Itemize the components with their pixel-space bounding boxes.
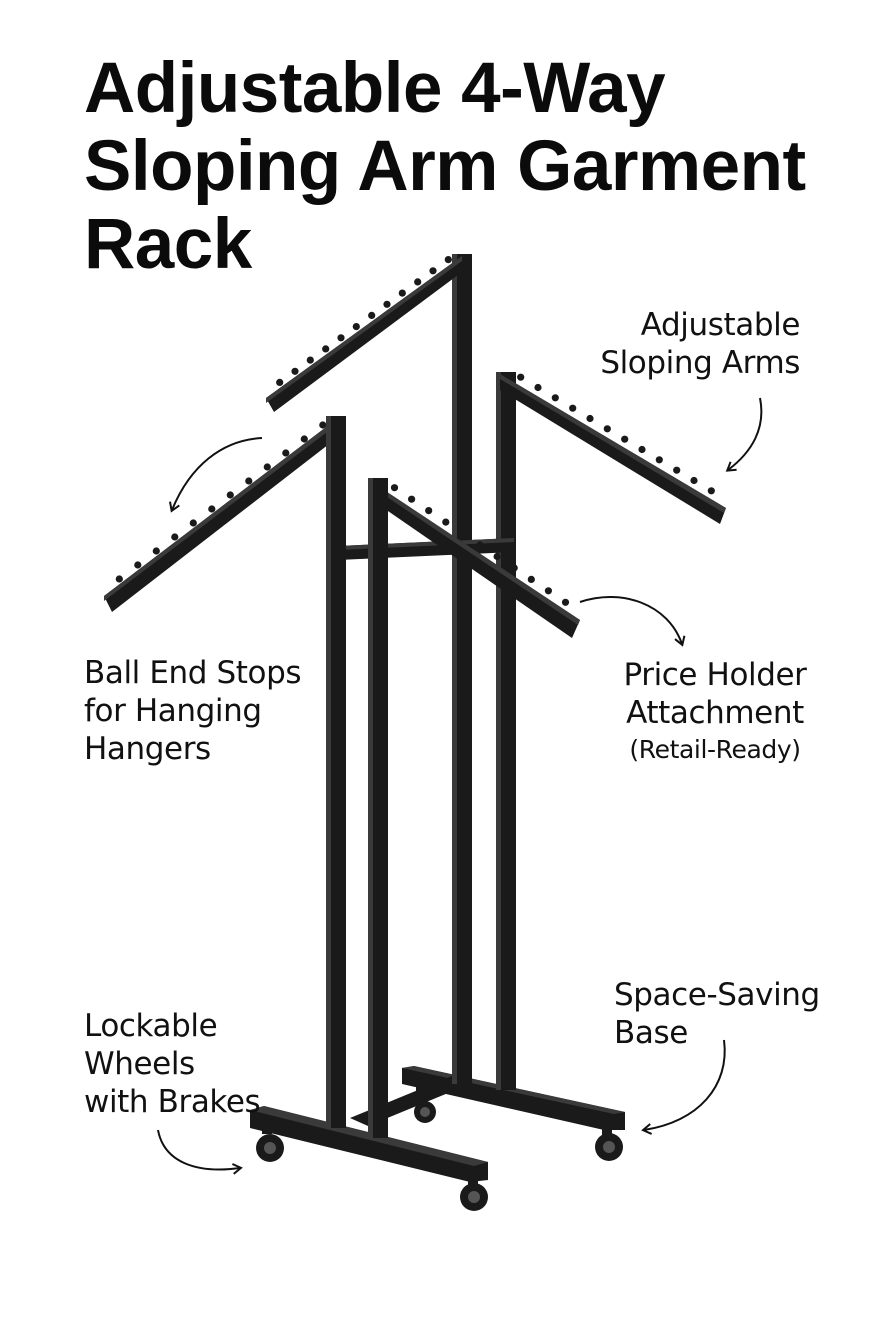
callout-ball-stops-line-1: Ball End Stops (84, 655, 302, 691)
callout-arrows (157, 397, 763, 1175)
title-line-2: Sloping Arm Garment (84, 127, 806, 206)
arrow-base-icon (641, 1039, 726, 1135)
ball-stop (517, 373, 525, 381)
arrow-wheels-icon (157, 1129, 243, 1175)
ball-stop (398, 289, 406, 297)
ball-stop (527, 575, 535, 584)
ball-stop (425, 507, 433, 515)
ball-stop (655, 456, 663, 464)
ball-stop (226, 491, 234, 499)
callout-price-holder-line-2: Attachment (626, 695, 804, 731)
ball-stop (171, 533, 179, 541)
callout-ball-stops-line-2: for Hanging (84, 693, 262, 729)
ball-stop (429, 267, 437, 275)
callout-arms-line-2: Sloping Arms (600, 345, 800, 381)
wheel-front-right (460, 1180, 488, 1211)
callout-base-line-1: Space-Saving (614, 977, 820, 1013)
ball-stop (673, 466, 681, 474)
callout-arms-line-1: Adjustable (640, 307, 801, 343)
ball-stop (459, 529, 467, 538)
ball-stop (337, 334, 345, 342)
ball-stop (152, 547, 160, 555)
rack-base (250, 1066, 625, 1182)
callout-adjustable-arms: Adjustable Sloping Arms (560, 306, 800, 382)
ball-stop (306, 356, 314, 364)
rack-uprights-front (326, 416, 388, 1138)
ball-stop (476, 541, 484, 549)
ball-stop (569, 404, 577, 412)
ball-stop (245, 477, 253, 485)
arrow-arms-icon (725, 397, 763, 472)
callout-base-line-2: Base (614, 1015, 688, 1051)
ball-stop (352, 323, 360, 331)
arrow-price-holder-icon (579, 596, 686, 647)
ball-stop (551, 394, 559, 402)
ball-stop (282, 449, 290, 457)
caster-wheels (256, 1084, 623, 1211)
rack-crossbar (338, 538, 514, 560)
ball-stop (534, 383, 542, 392)
ball-stop (300, 435, 308, 443)
callout-wheels-line-1: Lockable (84, 1008, 218, 1044)
ball-stop (322, 345, 330, 353)
ball-stop (621, 435, 629, 443)
title-line-1: Adjustable 4-Way (84, 49, 666, 128)
ball-stop (690, 476, 698, 485)
callout-space-saving-base: Space-Saving Base (614, 976, 820, 1052)
ball-stop (444, 256, 452, 264)
ball-stop (291, 367, 299, 375)
ball-stop (493, 552, 501, 561)
callout-wheels-line-3: with Brakes (84, 1084, 261, 1120)
callout-ball-stops-line-3: Hangers (84, 731, 211, 767)
ball-stop (189, 519, 197, 527)
ball-stop (544, 587, 553, 595)
callout-price-holder-note: (Retail-Ready) (629, 735, 801, 764)
ball-stop (408, 495, 416, 503)
ball-stop (276, 378, 284, 386)
ball-stop (638, 445, 646, 454)
callout-price-holder-line-1: Price Holder (623, 657, 807, 693)
wheel-back-right (595, 1128, 623, 1161)
ball-stop (510, 564, 518, 572)
wheel-back-left (414, 1084, 436, 1123)
ball-end-stops (115, 256, 715, 606)
callout-wheels-line-2: Wheels (84, 1046, 195, 1082)
arrow-ball-stops-icon (169, 437, 263, 513)
ball-stop (561, 598, 570, 606)
ball-stop (414, 278, 422, 286)
ball-stop (383, 300, 391, 308)
title-line-3: Rack (84, 205, 252, 284)
wheel-front-left (256, 1126, 284, 1162)
ball-stop (586, 414, 594, 423)
callout-price-holder: Price Holder Attachment (Retail-Ready) (602, 656, 828, 768)
ball-stop (115, 575, 123, 583)
ball-stop (263, 463, 271, 471)
sloping-arms (104, 256, 726, 638)
callout-ball-end-stops: Ball End Stops for Hanging Hangers (84, 654, 302, 768)
ball-stop (707, 487, 715, 495)
page-title: Adjustable 4-Way Sloping Arm Garment Rac… (84, 50, 844, 284)
ball-stop (390, 484, 399, 492)
ball-stop (368, 311, 376, 319)
ball-stop (603, 425, 611, 433)
ball-stop (442, 518, 450, 526)
ball-stop (134, 561, 142, 569)
ball-stop (319, 421, 327, 429)
ball-stop (208, 505, 216, 513)
callout-lockable-wheels: Lockable Wheels with Brakes (84, 1007, 261, 1121)
